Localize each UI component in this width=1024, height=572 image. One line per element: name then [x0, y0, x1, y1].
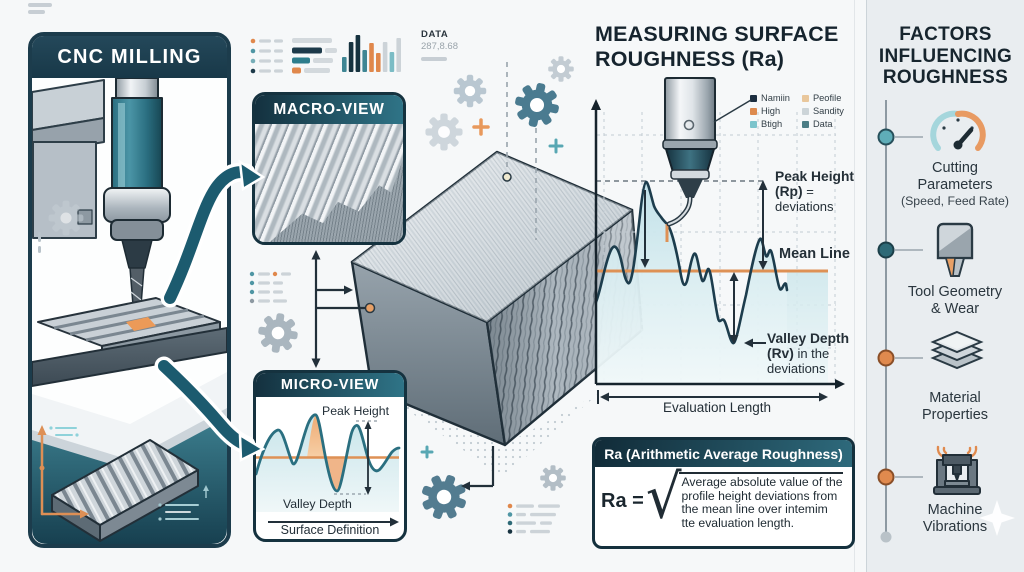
data-label: DATA [421, 29, 449, 40]
legend-swatch [750, 94, 757, 102]
macro-grain-texture [269, 159, 403, 242]
gear-icon [510, 78, 564, 132]
legend-item: Namiin [750, 92, 790, 104]
chart-axes [591, 99, 845, 389]
axis-arrows [37, 425, 89, 519]
legend-swatch [801, 120, 809, 128]
gear-icon [453, 74, 487, 108]
gear-icon [255, 310, 301, 356]
dotted-list-icon [507, 503, 560, 534]
gear-icon [548, 56, 574, 82]
legend-item: Data [801, 118, 844, 130]
measuring-title: MEASURING SURFACE ROUGHNESS (Ra) [595, 22, 839, 71]
dash-marks [28, 3, 52, 14]
timeline-node [877, 128, 895, 146]
factor-label: Parameters [917, 177, 993, 193]
dotted-list-icon [249, 271, 291, 304]
mean-line-annotation: Mean Line [779, 246, 850, 262]
plus-icon [472, 118, 490, 136]
micro-valley-label: Valley Depth [283, 497, 352, 511]
gear-icon [425, 113, 463, 151]
ra-box-header: Ra (Arithmetic Average Roughness) [595, 440, 852, 467]
legend-item: Peofile [801, 92, 844, 104]
ra-formula-box: Ra (Arithmetic Average Roughness) Ra = √… [592, 437, 855, 549]
measurement-arrows [640, 180, 768, 348]
legend-swatch [750, 107, 757, 115]
micro-profile-chart [256, 413, 401, 527]
panel-divider [854, 0, 855, 572]
micro-peak-label: Peak Height [322, 404, 389, 418]
micro-view-title: MICRO-VIEW [256, 373, 404, 397]
profile-fill [596, 181, 787, 384]
radical-sign: √ [645, 462, 682, 533]
factors-timeline [877, 100, 1015, 543]
chart-legend: Namiin High Btigh Peofile Sandity Data [750, 92, 844, 130]
macro-surface-texture [255, 124, 403, 242]
micro-view-panel: MICRO-VIEW [253, 370, 407, 542]
layers-icon [930, 330, 984, 370]
timeline-node [877, 349, 895, 367]
cnc-milling-panel: CNC MILLING [28, 32, 231, 548]
end-mill-icon [936, 222, 974, 277]
legend-item: Sandity [801, 105, 844, 117]
view-connector-arrows [311, 250, 495, 491]
block-orange-dot [364, 302, 376, 314]
macro-view-panel: MACRO-VIEW [252, 92, 406, 245]
gear-icon [48, 200, 84, 236]
sparkle-icon [979, 500, 1015, 536]
evaluation-length-arrow [597, 390, 828, 404]
cnc-panel-title: CNC MILLING [32, 36, 227, 78]
valley-depth-annotation: Valley Depth (Rv) in the deviations [767, 331, 850, 376]
factor-sublabel: (Speed, Feed Rate) [900, 194, 1009, 208]
gear-icon [540, 465, 566, 491]
factors-title: FACTORS INFLUENCING ROUGHNESS [878, 24, 1013, 88]
legend-swatch [801, 94, 809, 102]
machined-block [350, 150, 644, 447]
legend-item: High [750, 105, 790, 117]
factor-label: Material [929, 390, 981, 406]
peak-height-annotation: Peak Height (Rp) = deviations [775, 169, 854, 214]
factors-panel: FACTORS INFLUENCING ROUGHNESS [866, 0, 1024, 572]
factor-label: Tool Geometry [907, 284, 1003, 300]
timeline-end-node [880, 531, 892, 543]
data-value: 287,8.68 [421, 41, 458, 52]
ra-lhs: Ra = [601, 489, 644, 512]
block-marker-dot [502, 172, 512, 182]
machine-icon [933, 445, 981, 495]
cnc-machine-illustration [32, 78, 227, 544]
ra-definition-text: Average absolute value of the profile he… [678, 472, 843, 530]
macro-view-title: MACRO-VIEW [255, 95, 403, 124]
factor-label: Properties [921, 407, 989, 423]
legend-item: Btigh [750, 118, 790, 130]
micro-axis-label: Surface Definition [280, 523, 380, 537]
gauge-icon [930, 110, 986, 151]
factor-label: Machine [927, 502, 983, 518]
evaluation-length-label: Evaluation Length [662, 400, 772, 415]
roughness-profile-chart [591, 77, 845, 404]
bar-chart-icon [342, 35, 401, 72]
timeline-node [877, 241, 895, 259]
ra-formula: Ra = √ Average absolute value of the pro… [595, 462, 852, 534]
plus-icon [420, 138, 564, 459]
timeline-node [877, 468, 895, 486]
factor-label: & Wear [930, 301, 980, 317]
factor-label: Vibrations [922, 519, 988, 535]
gear-icon [415, 468, 473, 526]
dotted-list-icon [250, 38, 283, 74]
data-progress-bar [421, 57, 447, 61]
legend-swatch [801, 107, 809, 115]
legend-swatch [750, 120, 757, 128]
profile-flat-fill [787, 271, 828, 384]
stylus-probe-icon [662, 77, 752, 227]
progress-bars-icon [292, 38, 337, 74]
factor-label: Cutting [932, 160, 978, 176]
dashed-connectors [506, 62, 537, 240]
